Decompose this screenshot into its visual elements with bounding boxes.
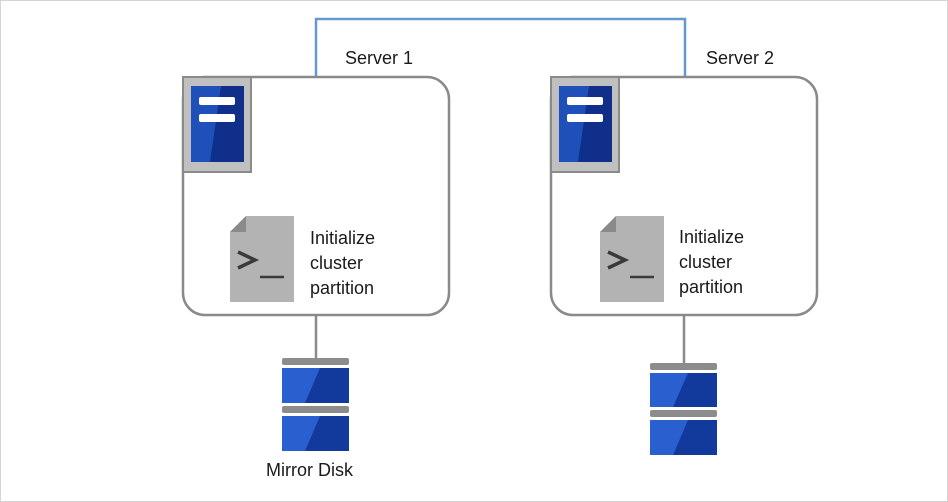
server-2: Server 2 Initialize cluster partition — [549, 48, 819, 363]
network-link — [314, 17, 687, 78]
server-icon — [550, 76, 620, 173]
server-2-script-label: Initialize cluster partition — [679, 227, 749, 297]
server-icon — [182, 76, 252, 173]
server-1: Server 1 Initialize cluster partition — [181, 48, 451, 358]
server-1-label: Server 1 — [345, 48, 413, 68]
server-1-script-label: Initialize cluster partition — [310, 228, 380, 298]
server-2-label: Server 2 — [706, 48, 774, 68]
disk-icon — [650, 363, 717, 455]
disk-icon — [282, 358, 349, 451]
disk-1-label: Mirror Disk — [266, 460, 354, 480]
script-icon — [230, 216, 294, 302]
script-icon — [600, 216, 664, 302]
